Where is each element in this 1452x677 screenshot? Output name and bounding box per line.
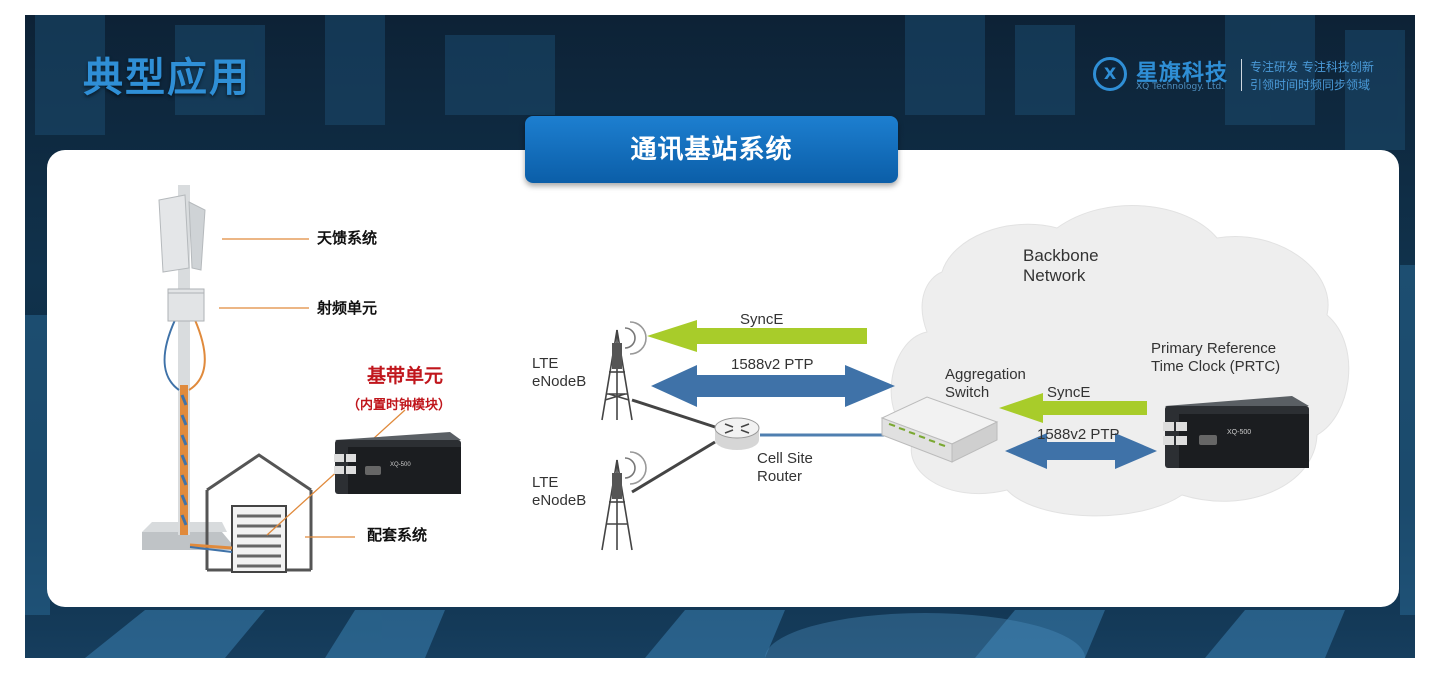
device-model-left: XQ-500 [390,462,411,468]
label-rf-unit: 射频单元 [317,299,378,317]
cell-tower-illustration [142,185,313,573]
label-synce-top: SyncE [740,311,784,328]
cell-site-router-icon [714,417,760,450]
label-baseband-note: （内置时钟模块） [347,398,452,413]
city-background-decoration [25,15,1415,658]
logo-tagline-1: 专注研发 专注科技创新 [1250,60,1374,74]
logo-divider [1241,59,1242,91]
lte-tower-bottom [601,451,647,551]
device-model-prtc: XQ-500 [1227,429,1251,436]
label-baseband-unit: 基带单元 [367,365,444,387]
synce-arrow-right [999,393,1147,423]
prtc-device: XQ-500 [1163,396,1309,468]
label-support-system: 配套系统 [367,526,428,544]
logo-name-cn: 星旗科技 [1136,61,1229,86]
slide-background: 典型应用 X 星旗科技 XQ Technology. Ltd. 专注研发 专注科… [25,15,1415,658]
ptp-arrow-top [651,365,895,407]
lte-antenna-bottom [612,473,622,499]
content-panel: XQ-500 [47,150,1399,607]
section-banner-title: 通讯基站系统 [525,116,898,183]
lte-tower-top [601,321,647,421]
ptp-arrow-right [1005,433,1157,469]
company-logo: X 星旗科技 XQ Technology. Ltd. 专注研发 专注科技创新 引… [1093,55,1393,95]
label-antenna-system: 天馈系统 [317,229,378,247]
logo-name-en: XQ Technology. Ltd. [1136,82,1225,92]
logo-x-icon: X [1093,57,1127,91]
label-ptp-right: 1588v2 PTP [1037,426,1120,443]
network-diagram: XQ-500 [142,185,1350,573]
label-ptp-top: 1588v2 PTP [731,356,814,373]
logo-tagline-2: 引领时间时频同步领域 [1250,78,1371,92]
baseband-device-left: XQ-500 [334,432,461,494]
label-synce-right: SyncE [1047,384,1091,401]
link-lte-top-router [631,398,716,429]
aggregation-switch-icon [880,396,999,463]
link-lte-bottom-router [631,440,716,494]
lte-antenna-top [612,343,622,369]
page-title: 典型应用 [83,55,251,101]
synce-arrow-top [647,320,867,352]
